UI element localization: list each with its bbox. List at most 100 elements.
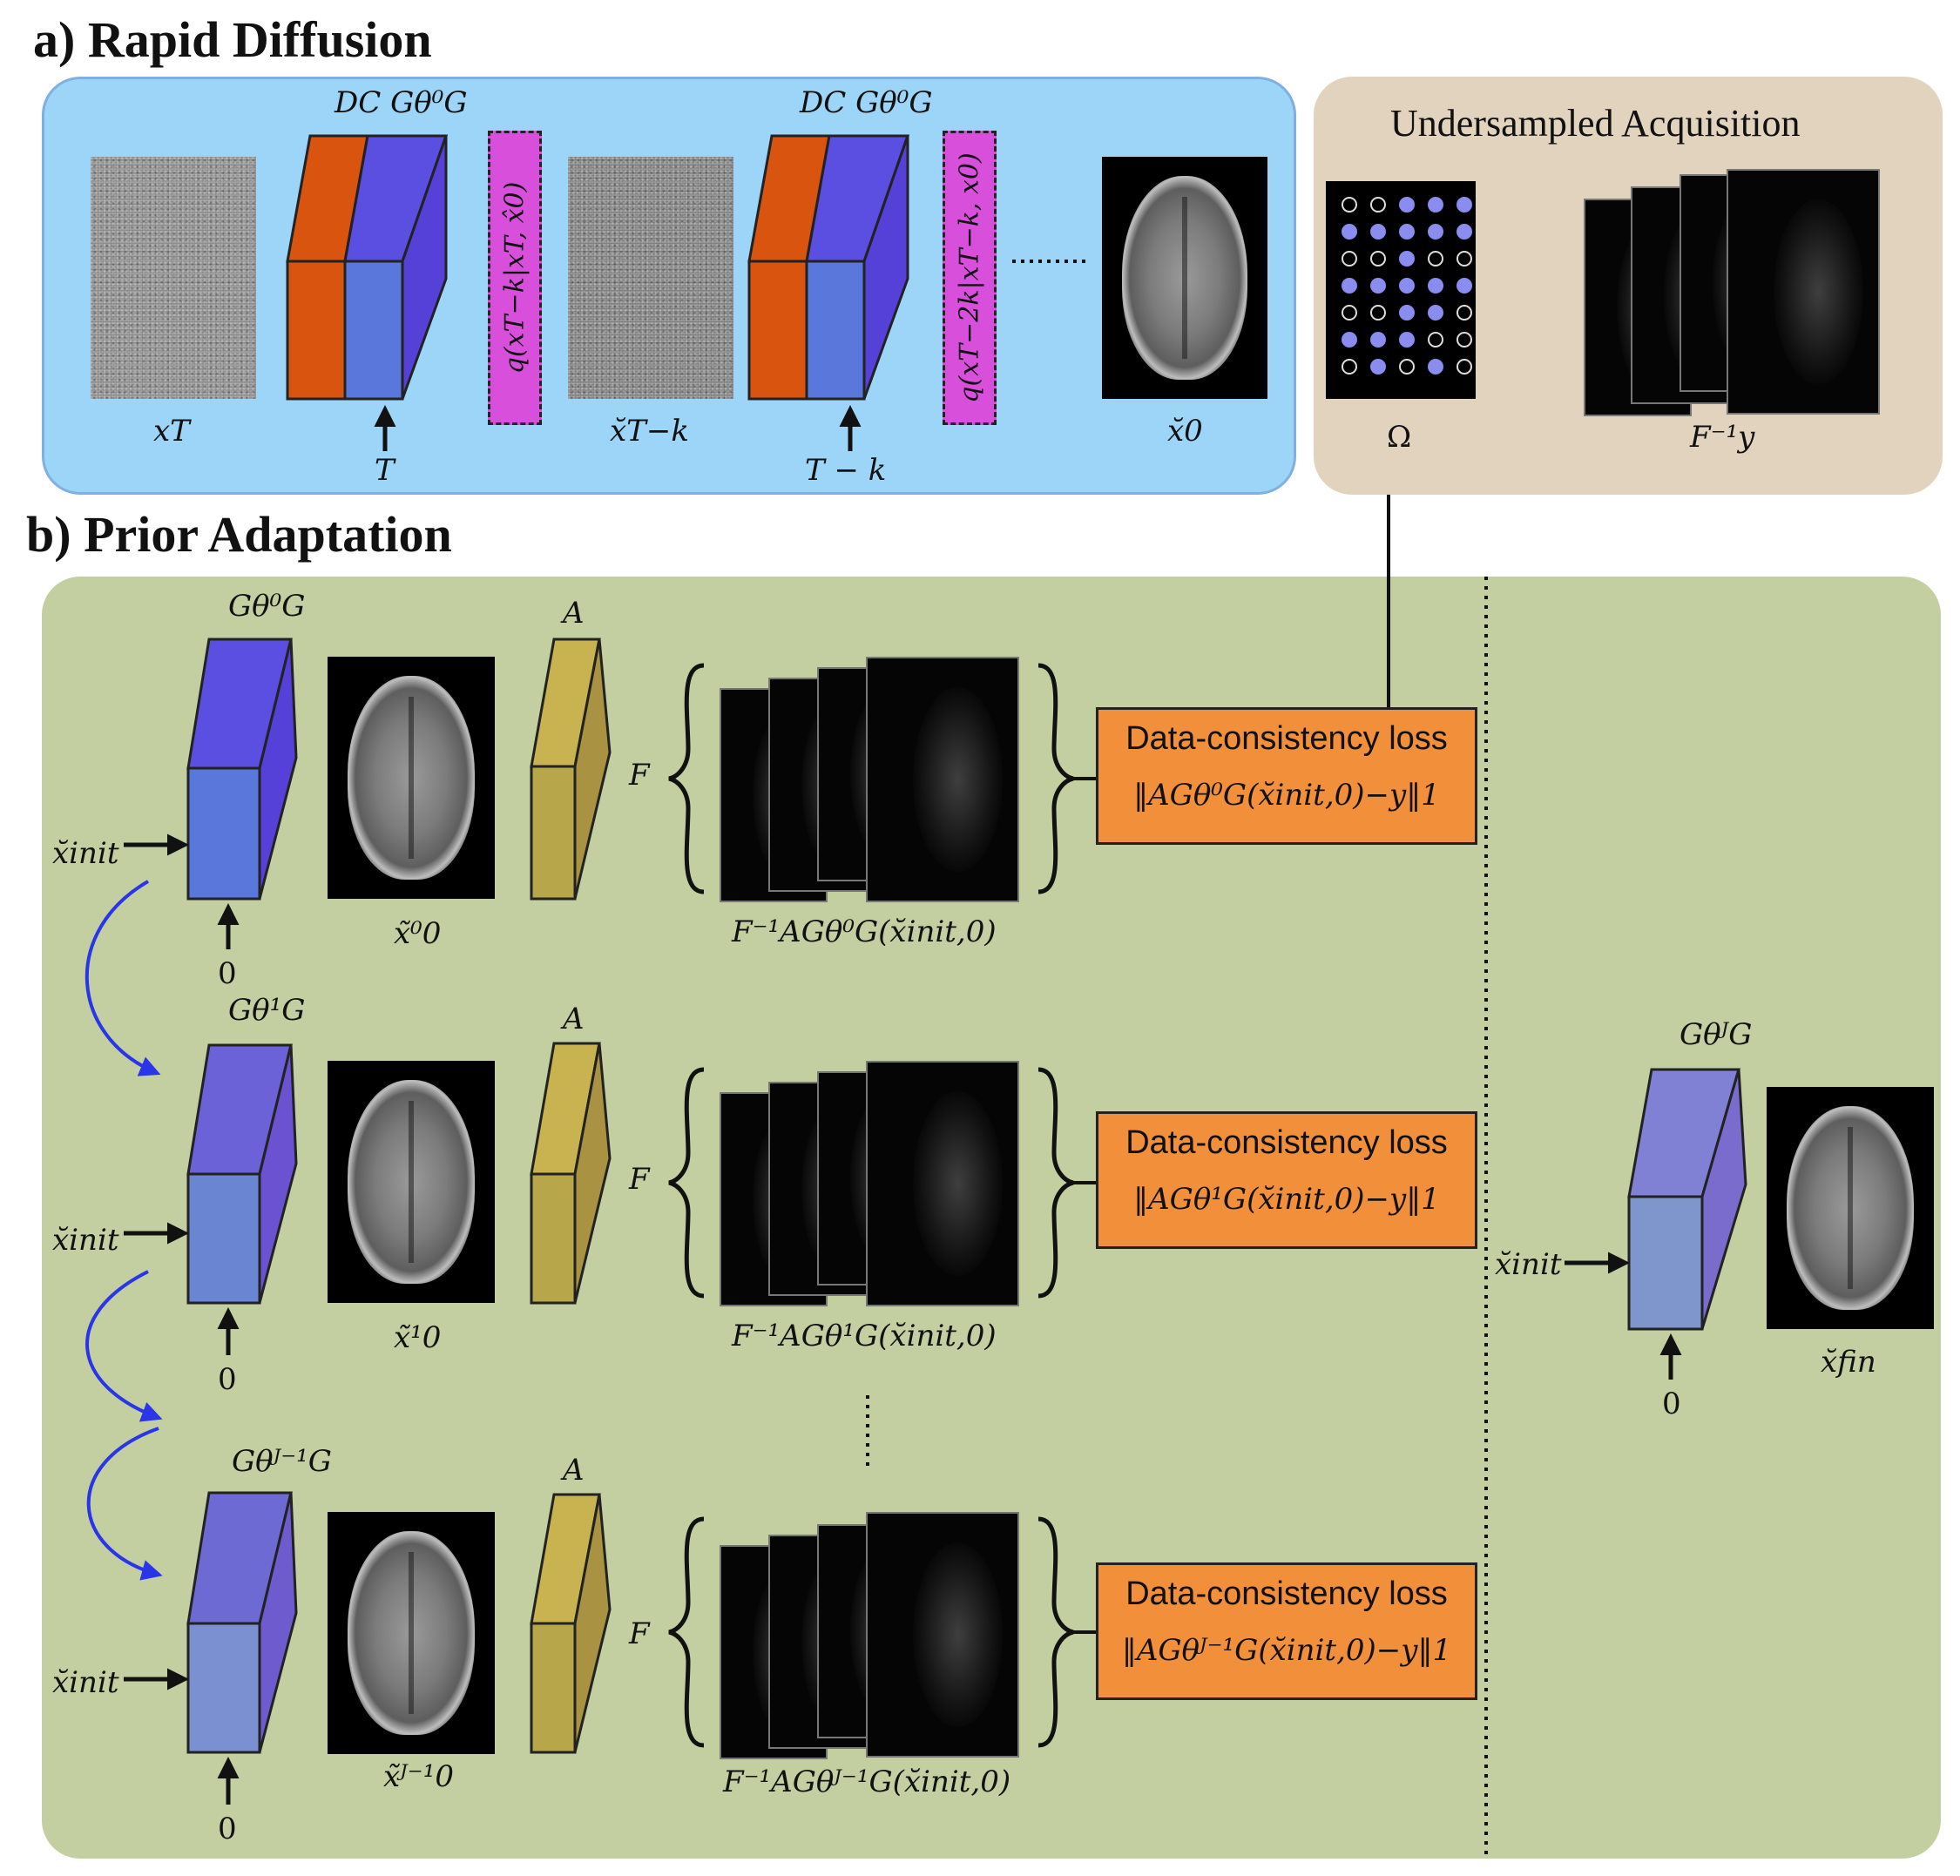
mask-dot xyxy=(1456,251,1472,267)
row2-x-init-label: x̆init xyxy=(52,1665,119,1700)
row2-kspace-4 xyxy=(866,1512,1019,1758)
row2-generator-label: Gθᴶ⁻¹G xyxy=(232,1444,332,1479)
final-generator-block xyxy=(1627,1068,1747,1331)
row1-F-label: F xyxy=(629,1162,650,1197)
label-T-minus-k: T − k xyxy=(805,453,887,488)
row1-recon-label: x̃¹0 xyxy=(394,1320,442,1355)
row2-recon-image xyxy=(328,1512,495,1754)
label-omega: Ω xyxy=(1387,420,1412,455)
mask-dot xyxy=(1428,305,1443,321)
row1-kspace-label: F⁻¹AGθ¹G(x̆init,0) xyxy=(732,1319,997,1353)
noise-image-xT xyxy=(91,157,256,399)
mask-dot xyxy=(1456,224,1472,240)
dc-generator-block-2 xyxy=(747,134,910,401)
mask-dot xyxy=(1370,332,1386,348)
row2-kspace-label: F⁻¹AGθᴶ⁻¹G(x̆init,0) xyxy=(723,1765,1011,1799)
row0-zero-label: 0 xyxy=(218,956,237,991)
undersampled-title: Undersampled Acquisition xyxy=(1390,102,1801,145)
label-F-inv-y: F⁻¹y xyxy=(1690,420,1755,455)
final-recon-image xyxy=(1767,1087,1934,1329)
row0-recon-image xyxy=(328,657,495,899)
mask-dot xyxy=(1456,332,1472,348)
mask-dot xyxy=(1456,359,1472,375)
label-x-fin: x̆fin xyxy=(1821,1345,1876,1380)
mask-dot xyxy=(1428,197,1443,213)
row2-zero-label: 0 xyxy=(218,1812,237,1846)
label-T: T xyxy=(375,453,395,488)
row1-generator-block xyxy=(186,1043,298,1305)
mask-dot xyxy=(1370,305,1386,321)
mask-dot xyxy=(1399,197,1415,213)
section-b-title: b) Prior Adaptation xyxy=(26,506,452,563)
row1-kspace-4 xyxy=(866,1061,1019,1306)
row0-loss-box: Data-consistency loss ‖AGθ⁰G(x̆init,0)−y… xyxy=(1096,707,1477,845)
mask-dot xyxy=(1399,278,1415,294)
row1-loss-title: Data-consistency loss xyxy=(1125,1124,1448,1161)
undersampled-image-4 xyxy=(1727,169,1880,415)
row1-A-label: A xyxy=(563,1002,585,1036)
row0-operator-A xyxy=(530,638,612,901)
final-zero-label: 0 xyxy=(1662,1387,1681,1421)
mask-dot xyxy=(1399,332,1415,348)
final-generator-label: GθᴶG xyxy=(1680,1017,1753,1052)
row0-generator-block xyxy=(186,638,298,901)
row1-loss-box: Data-consistency loss ‖AGθ¹G(x̆init,0)−y… xyxy=(1096,1111,1477,1249)
mask-dot xyxy=(1428,278,1443,294)
mask-dot xyxy=(1456,305,1472,321)
mri-x0 xyxy=(1102,157,1267,399)
mask-dot xyxy=(1399,224,1415,240)
label-x0: x̆0 xyxy=(1167,414,1203,449)
row2-operator-A xyxy=(530,1493,612,1754)
final-x-init-label: x̆init xyxy=(1495,1247,1562,1282)
row0-kspace-label: F⁻¹AGθ⁰G(x̆init,0) xyxy=(732,914,997,949)
mask-dot xyxy=(1342,251,1357,267)
row2-loss-formula: ‖AGθᴶ⁻¹G(x̆init,0)−y‖1 xyxy=(1121,1633,1452,1668)
mask-dot xyxy=(1342,224,1357,240)
mask-dot xyxy=(1428,251,1443,267)
label-dc-generator-1: DC Gθ⁰G xyxy=(335,85,468,120)
row1-zero-label: 0 xyxy=(218,1362,237,1397)
dc-generator-block-1 xyxy=(286,134,449,401)
row0-loss-title: Data-consistency loss xyxy=(1125,720,1448,757)
row0-generator-label: Gθ⁰G xyxy=(228,589,306,624)
posterior-q-box-2: q(xT−2k|xT−k, x0) xyxy=(943,131,997,425)
mask-dot xyxy=(1370,197,1386,213)
mask-dot xyxy=(1342,278,1357,294)
mask-dot xyxy=(1428,359,1443,375)
row0-loss-formula: ‖AGθ⁰G(x̆init,0)−y‖1 xyxy=(1133,778,1440,813)
mask-dot xyxy=(1370,278,1386,294)
mask-dot xyxy=(1370,359,1386,375)
mask-dot xyxy=(1456,278,1472,294)
sampling-mask-omega xyxy=(1326,181,1476,399)
mask-dot xyxy=(1342,359,1357,375)
iteration-arrows xyxy=(84,880,163,1581)
mask-dot xyxy=(1342,332,1357,348)
row0-F-label: F xyxy=(629,758,650,793)
label-dc-generator-2: DC Gθ⁰G xyxy=(800,85,933,120)
mask-dot xyxy=(1399,305,1415,321)
row2-generator-block xyxy=(186,1491,298,1754)
mask-dot xyxy=(1399,359,1415,375)
mask-dot xyxy=(1370,224,1386,240)
row2-loss-title: Data-consistency loss xyxy=(1125,1576,1448,1612)
row0-kspace-4 xyxy=(866,657,1019,902)
noise-image-xT-k xyxy=(568,157,733,399)
mask-dot xyxy=(1399,251,1415,267)
mask-dot xyxy=(1456,197,1472,213)
row1-operator-A xyxy=(530,1042,612,1305)
label-x-T-minus-k: x̆T−k xyxy=(610,414,689,449)
row2-A-label: A xyxy=(563,1453,585,1488)
mask-dot xyxy=(1370,251,1386,267)
row2-loss-box: Data-consistency loss ‖AGθᴶ⁻¹G(x̆init,0)… xyxy=(1096,1562,1477,1700)
row1-loss-formula: ‖AGθ¹G(x̆init,0)−y‖1 xyxy=(1133,1182,1440,1217)
row1-recon-image xyxy=(328,1061,495,1303)
row0-A-label: A xyxy=(563,596,585,631)
mask-dot xyxy=(1428,224,1443,240)
mask-dot xyxy=(1428,332,1443,348)
posterior-q-box-1: q(xT−k|xT, x̂0) xyxy=(488,131,542,425)
row0-x-init-label: x̆init xyxy=(52,836,119,871)
label-xT: xT xyxy=(153,414,190,449)
row1-generator-label: Gθ¹G xyxy=(228,993,306,1028)
mask-dot xyxy=(1342,197,1357,213)
